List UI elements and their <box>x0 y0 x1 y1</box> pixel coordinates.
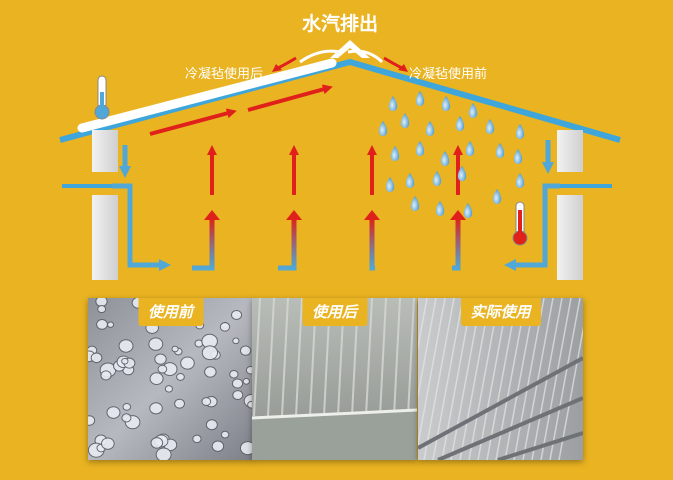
label-after-felt: 冷凝毡使用后 <box>185 66 263 82</box>
photo-before: 使用前 <box>88 298 253 460</box>
water-droplet-icon <box>432 171 442 186</box>
rising-air <box>192 218 461 271</box>
water-droplet-icon <box>513 149 523 164</box>
thermometer-cool-icon <box>94 75 110 120</box>
thermometer-hot-icon <box>512 201 528 246</box>
water-droplet-icon <box>465 141 475 156</box>
water-droplet-icon <box>457 166 467 181</box>
water-droplet-icon <box>463 203 473 218</box>
water-droplet-icon <box>390 146 400 161</box>
water-droplet-icon <box>425 121 435 136</box>
water-droplet-icon <box>415 91 425 106</box>
water-droplet-icon <box>415 141 425 156</box>
photo-after: 使用后 <box>252 298 417 460</box>
vapor-exhaust <box>272 40 408 72</box>
condensation-droplets <box>378 91 525 218</box>
label-before-felt: 冷凝毡使用前 <box>409 66 487 82</box>
water-droplet-icon <box>468 103 478 118</box>
photo-after-label: 使用后 <box>301 298 368 326</box>
water-droplet-icon <box>440 151 450 166</box>
diagram-title: 水汽排出 <box>302 12 378 35</box>
warm-air-arrows <box>207 145 463 195</box>
photo-real-use-label: 实际使用 <box>460 298 541 326</box>
water-droplet-icon <box>495 143 505 158</box>
water-droplet-icon <box>455 116 465 131</box>
water-droplet-icon <box>405 173 415 188</box>
right-wall <box>557 130 583 280</box>
warm-air-diagonal-arrows <box>149 84 333 136</box>
water-droplet-icon <box>435 201 445 216</box>
rising-air-heads <box>204 210 466 220</box>
roof <box>59 58 621 143</box>
ventilation-diagram: 水汽排出 冷凝毡使用后 冷凝毡使用前 <box>59 12 621 280</box>
water-droplet-icon <box>485 119 495 134</box>
water-droplet-icon <box>410 196 420 211</box>
water-droplet-icon <box>515 173 525 188</box>
water-droplet-icon <box>385 177 395 192</box>
cold-airflow-left <box>112 145 171 271</box>
water-droplet-icon <box>492 189 502 204</box>
left-wall <box>92 130 118 280</box>
condensation-felt <box>77 58 337 133</box>
water-droplet-icon <box>400 113 410 128</box>
photo-before-label: 使用前 <box>137 298 204 326</box>
cold-airflow-right <box>504 140 560 271</box>
water-droplet-icon <box>388 96 398 111</box>
water-droplet-icon <box>515 124 525 139</box>
photo-real-use: 实际使用 <box>418 298 583 460</box>
water-droplet-icon <box>441 96 451 111</box>
water-droplet-icon <box>378 121 388 136</box>
